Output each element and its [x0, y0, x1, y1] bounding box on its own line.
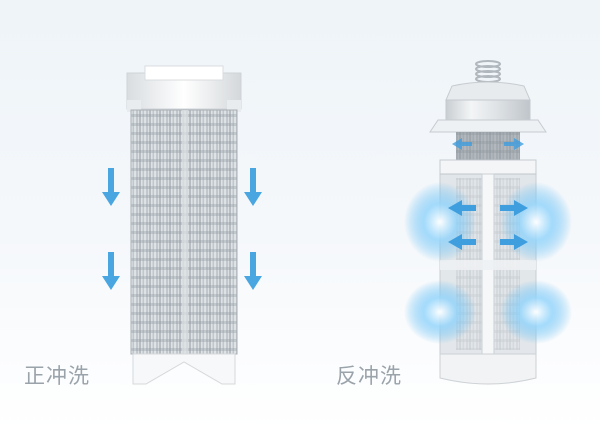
filter-bottom-stand — [132, 353, 236, 385]
spring-top — [475, 60, 501, 83]
forward-flush-label: 正冲洗 — [24, 364, 90, 388]
arrow-left-right-icon — [404, 138, 572, 344]
backwash-label: 反冲洗 — [336, 364, 402, 388]
down-arrow-icon — [102, 168, 262, 290]
filter-mesh-body — [130, 109, 238, 355]
filter-top-cap — [126, 65, 242, 112]
